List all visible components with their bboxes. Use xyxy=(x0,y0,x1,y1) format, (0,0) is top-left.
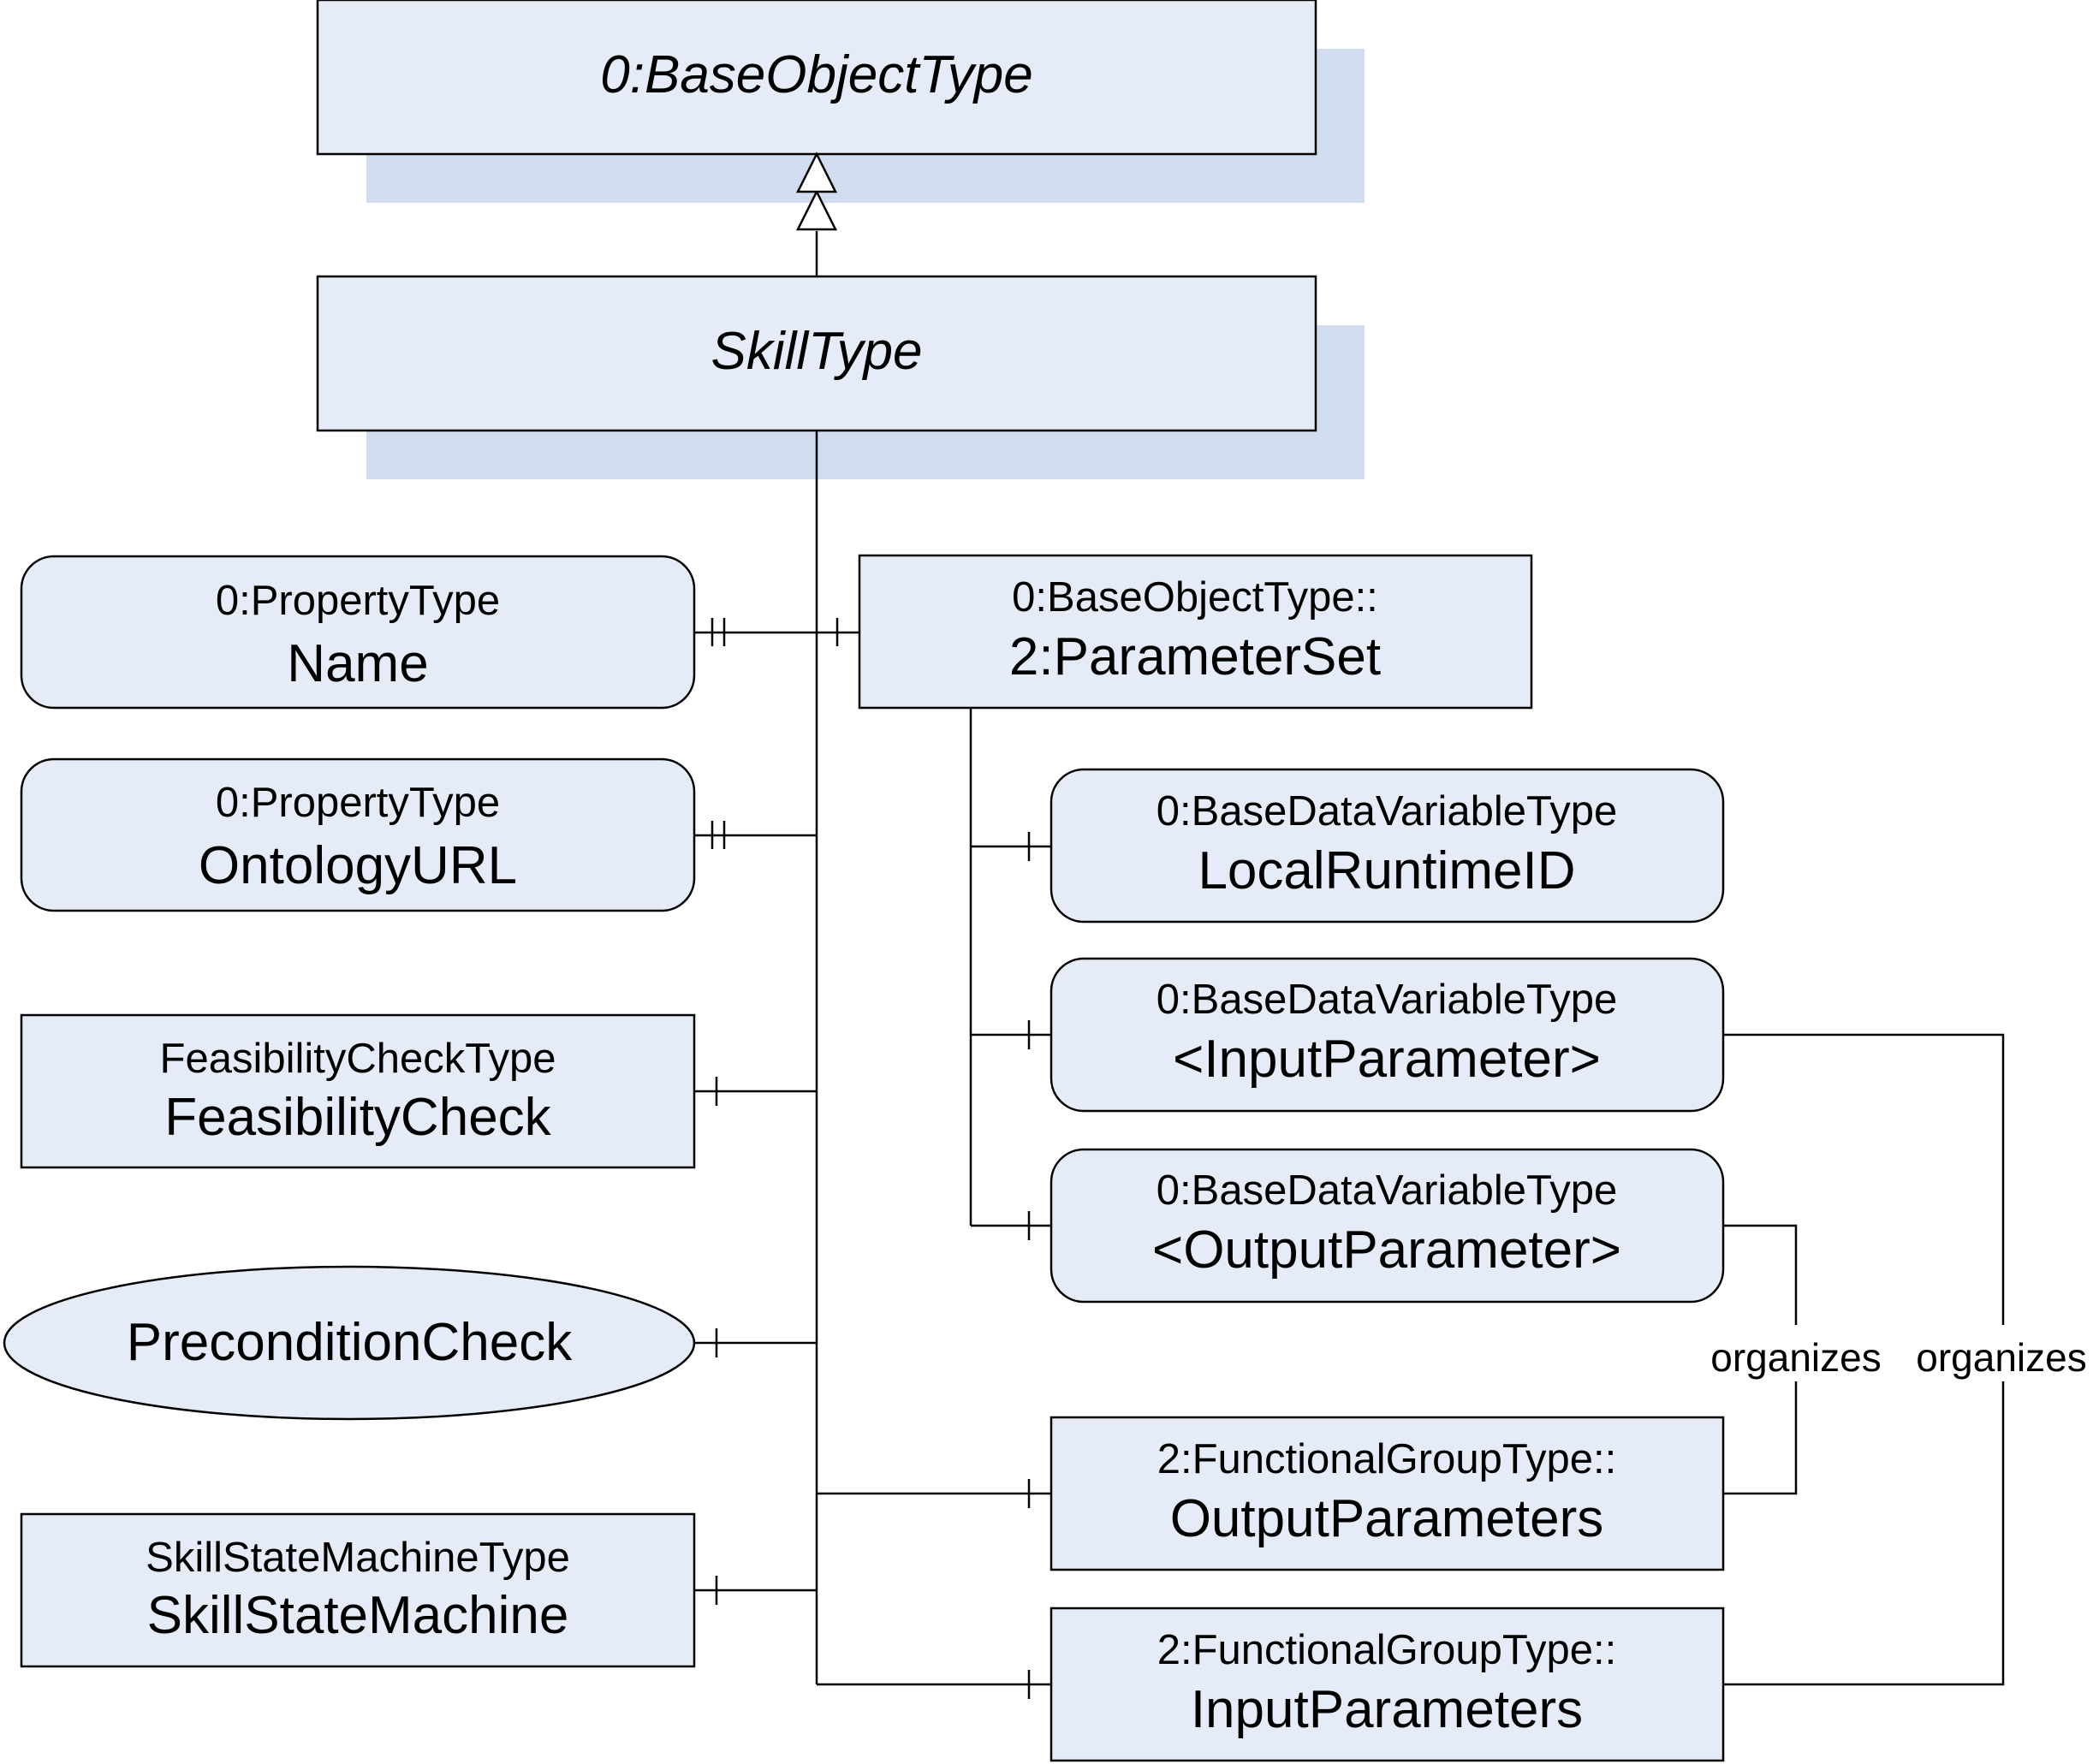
has-subtype-connector xyxy=(795,151,838,276)
name-property-type: 0:PropertyType xyxy=(216,578,500,624)
input-parameters-type: 2:FunctionalGroupType:: xyxy=(1157,1627,1617,1673)
output-parameters-name: OutputParameters xyxy=(1170,1489,1604,1548)
input-parameter-node: 0:BaseDataVariableType <InputParameter> xyxy=(1050,957,1725,1113)
input-parameter-type: 0:BaseDataVariableType xyxy=(1157,977,1617,1023)
input-parameter-name: <InputParameter> xyxy=(1173,1030,1601,1089)
output-parameter-node: 0:BaseDataVariableType <OutputParameter> xyxy=(1050,1148,1725,1304)
organizes-input-label-bg xyxy=(1907,1325,2097,1381)
output-parameters-node: 2:FunctionalGroupType:: OutputParameters xyxy=(1050,1416,1725,1571)
parameter-set-name: 2:ParameterSet xyxy=(1009,627,1381,686)
base-object-type-title: 0:BaseObjectType xyxy=(600,45,1032,104)
input-parameters-name: InputParameters xyxy=(1191,1680,1583,1739)
input-parameters-node: 2:FunctionalGroupType:: InputParameters xyxy=(1050,1607,1725,1762)
output-parameter-type: 0:BaseDataVariableType xyxy=(1157,1167,1617,1214)
organizes-input-label: organizes xyxy=(1916,1335,2086,1380)
skill-state-machine-node: SkillStateMachineType SkillStateMachine xyxy=(20,1512,696,1668)
organizes-output-label-bg xyxy=(1700,1325,1888,1381)
subtype-arrow-upper xyxy=(795,151,838,193)
parameter-set-type: 0:BaseObjectType:: xyxy=(1012,574,1378,621)
local-runtime-id-name: LocalRuntimeID xyxy=(1198,841,1575,900)
feasibility-check-type: FeasibilityCheckType xyxy=(160,1036,556,1082)
name-property-name: Name xyxy=(287,634,428,693)
skill-state-machine-type: SkillStateMachineType xyxy=(146,1535,570,1581)
ontology-url-property-type: 0:PropertyType xyxy=(216,780,500,826)
ontology-url-property-name: OntologyURL xyxy=(199,836,517,895)
feasibility-check-name: FeasibilityCheck xyxy=(164,1088,551,1147)
feasibility-check-node: FeasibilityCheckType FeasibilityCheck xyxy=(20,1013,696,1169)
organizes-output-label: organizes xyxy=(1710,1335,1881,1380)
local-runtime-id-node: 0:BaseDataVariableType LocalRuntimeID xyxy=(1050,768,1725,924)
precondition-check-node: PreconditionCheck xyxy=(3,1265,696,1421)
precondition-check-name: PreconditionCheck xyxy=(127,1313,573,1372)
ontology-url-property-node: 0:PropertyType OntologyURL xyxy=(20,757,696,912)
skill-type-node: SkillType xyxy=(316,275,1365,479)
base-object-type-box xyxy=(316,0,1317,156)
skill-type-title: SkillType xyxy=(711,322,923,381)
output-parameters-type: 2:FunctionalGroupType:: xyxy=(1157,1436,1617,1482)
output-parameter-name: <OutputParameter> xyxy=(1152,1221,1621,1280)
local-runtime-id-type: 0:BaseDataVariableType xyxy=(1157,788,1617,834)
skill-state-machine-name: SkillStateMachine xyxy=(147,1586,569,1645)
base-object-type-node: 0:BaseObjectType xyxy=(316,0,1365,203)
name-property-node: 0:PropertyType Name xyxy=(20,555,696,710)
subtype-arrow-lower xyxy=(795,189,838,231)
parameter-set-node: 0:BaseObjectType:: 2:ParameterSet xyxy=(858,554,1533,710)
